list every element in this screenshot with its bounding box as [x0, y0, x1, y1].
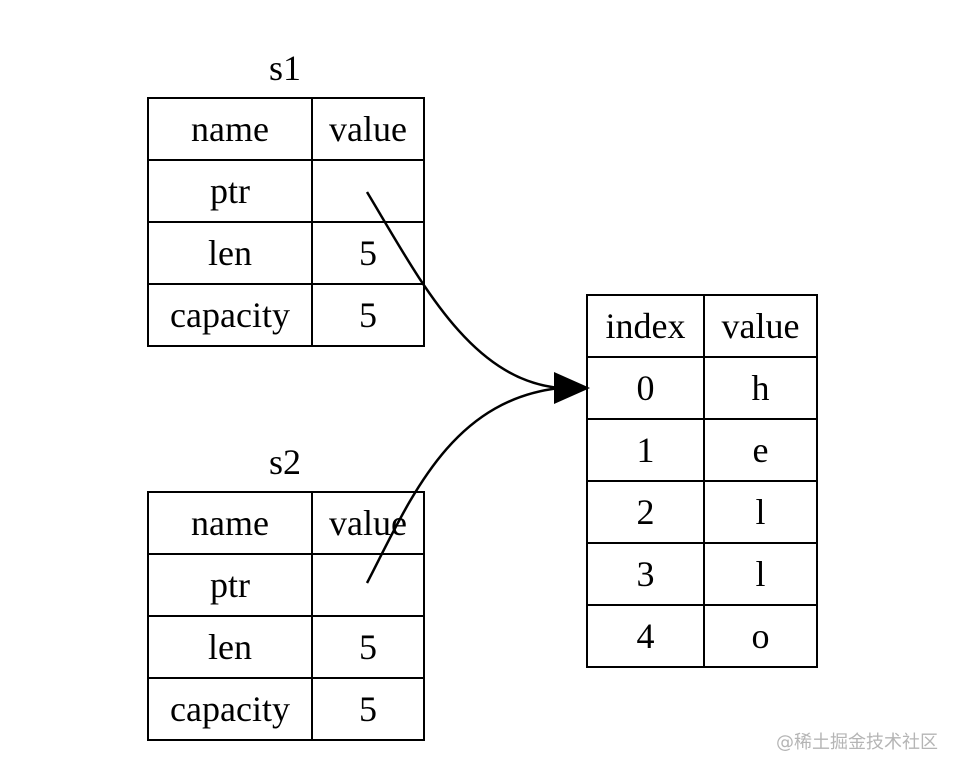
table-row: 2 l	[586, 480, 818, 544]
table-row: 3 l	[586, 542, 818, 606]
header-cell: name	[147, 491, 313, 555]
index-cell: 1	[586, 418, 705, 482]
name-cell: len	[147, 615, 313, 679]
table-row: 1 e	[586, 418, 818, 482]
table-row: ptr	[147, 553, 425, 617]
table-row: len 5	[147, 615, 425, 679]
s1-label: s1	[268, 48, 301, 88]
table-row: capacity 5	[147, 283, 425, 347]
heap-table: index value 0 h 1 e 2 l 3 l 4 o	[586, 294, 818, 668]
char-cell: l	[703, 542, 818, 606]
index-cell: 4	[586, 604, 705, 668]
char-cell: l	[703, 480, 818, 544]
name-cell: len	[147, 221, 313, 285]
table-header-row: name value	[147, 97, 425, 161]
value-cell	[311, 553, 425, 617]
name-cell: ptr	[147, 553, 313, 617]
value-cell: 5	[311, 221, 425, 285]
index-cell: 0	[586, 356, 705, 420]
value-cell: 5	[311, 615, 425, 679]
header-cell: value	[311, 491, 425, 555]
index-cell: 3	[586, 542, 705, 606]
header-cell: name	[147, 97, 313, 161]
name-cell: capacity	[147, 283, 313, 347]
table-header-row: index value	[586, 294, 818, 358]
watermark-text: @稀土掘金技术社区	[776, 732, 938, 753]
name-cell: capacity	[147, 677, 313, 741]
table-row: 0 h	[586, 356, 818, 420]
header-cell: value	[703, 294, 818, 358]
table-row: 4 o	[586, 604, 818, 668]
char-cell: h	[703, 356, 818, 420]
table-row: capacity 5	[147, 677, 425, 741]
table-row: ptr	[147, 159, 425, 223]
s2-label: s2	[268, 442, 301, 482]
header-cell: index	[586, 294, 705, 358]
header-cell: value	[311, 97, 425, 161]
value-cell	[311, 159, 425, 223]
name-cell: ptr	[147, 159, 313, 223]
value-cell: 5	[311, 283, 425, 347]
char-cell: o	[703, 604, 818, 668]
arrowhead	[554, 372, 590, 404]
char-cell: e	[703, 418, 818, 482]
table-header-row: name value	[147, 491, 425, 555]
s2-table: name value ptr len 5 capacity 5	[147, 491, 425, 741]
index-cell: 2	[586, 480, 705, 544]
s1-table: name value ptr len 5 capacity 5	[147, 97, 425, 347]
table-row: len 5	[147, 221, 425, 285]
value-cell: 5	[311, 677, 425, 741]
